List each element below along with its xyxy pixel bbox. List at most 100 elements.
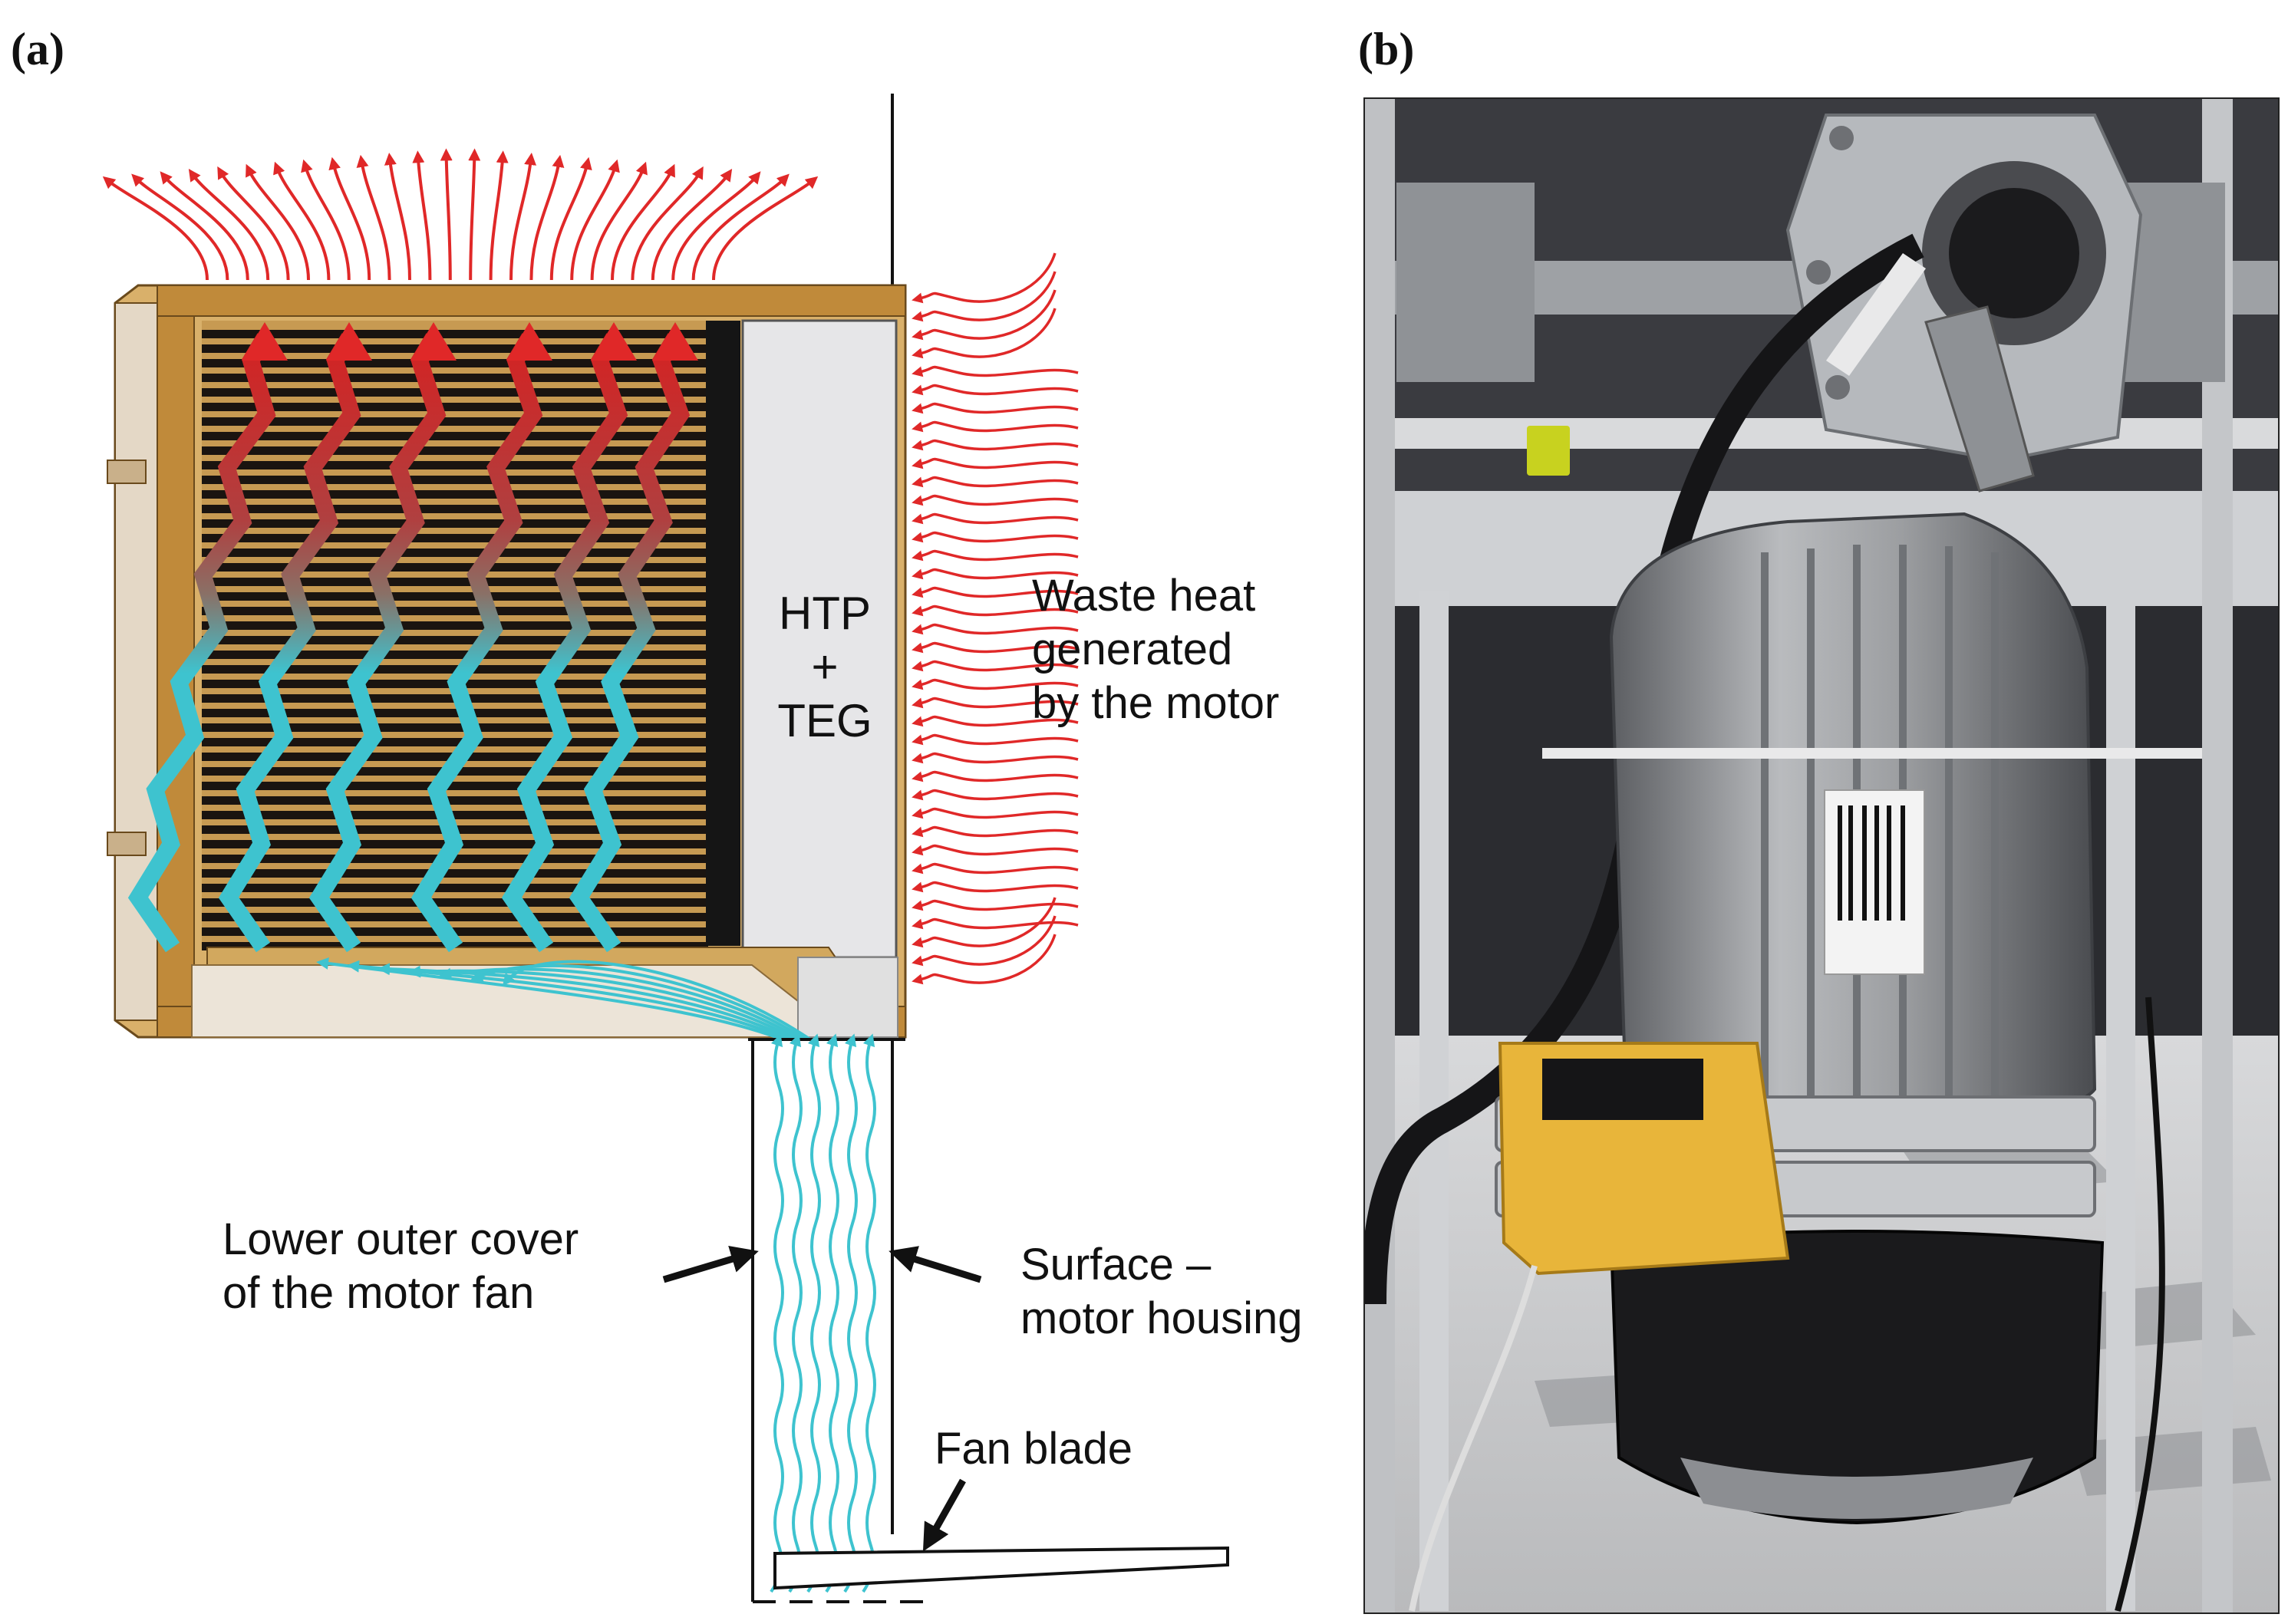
fin (202, 651, 708, 659)
heat-arrow (912, 439, 1079, 451)
heat-arrow (912, 678, 1079, 690)
exhaust-arrow (384, 153, 411, 281)
heat-arrow (912, 807, 1079, 819)
exhaust-arrow (691, 173, 790, 281)
heat-arrow (912, 604, 1079, 617)
heat-arrow (912, 862, 1079, 875)
stream-arrowhead (652, 322, 698, 361)
stream-arrow (410, 333, 543, 953)
duct-flow-line (862, 1033, 876, 1593)
heat-arrow (912, 899, 1079, 911)
fin (202, 723, 708, 732)
fin (202, 869, 708, 878)
lower-cover-line-2: of the motor fan (223, 1268, 534, 1318)
surface-label: Surface – motor housing (1020, 1240, 1303, 1343)
heat-arrow (912, 917, 1079, 930)
airflow-streams (127, 322, 698, 953)
fin (202, 534, 708, 542)
fin (202, 607, 708, 615)
heat-arrow (912, 586, 1079, 598)
exhaust-arrow (440, 148, 453, 281)
duct-flow-line (806, 1033, 821, 1593)
heat-arrow (912, 915, 1057, 967)
exhaust-arrow (160, 171, 249, 281)
fan-blade-label: Fan blade (935, 1424, 1132, 1474)
exhaust-arrow (590, 161, 648, 281)
fin (202, 359, 708, 367)
duct-flow-line (843, 1033, 858, 1593)
fin (202, 855, 708, 863)
exhaust-arrow (273, 161, 331, 281)
exhaust-arrow (131, 173, 229, 281)
exhaust-arrow (328, 156, 371, 281)
exhaust-arrow (570, 159, 620, 281)
fin (202, 330, 708, 338)
heat-arrow (912, 568, 1079, 580)
heat-arrow (912, 770, 1079, 782)
fin (202, 621, 708, 630)
exhaust-arrow (529, 154, 565, 281)
surface-arrow (888, 1246, 982, 1283)
heat-arrow (912, 531, 1079, 543)
fin (202, 432, 708, 440)
heat-arrow (912, 825, 1079, 838)
heat-arrow (912, 789, 1079, 801)
stream-arrowhead (242, 322, 288, 361)
heat-arrow (912, 365, 1079, 377)
fin (202, 461, 708, 469)
exhaust-arrow (246, 163, 310, 281)
heat-arrow (912, 457, 1079, 469)
fin (202, 388, 708, 397)
heat-arrow (912, 844, 1079, 856)
fin (202, 782, 708, 790)
exhaust-arrow (631, 166, 704, 281)
motor-heat-arrows (912, 252, 1079, 985)
fin (202, 738, 708, 746)
waste-heat-line-3: by the motor (1032, 678, 1279, 728)
fin (202, 913, 708, 921)
plus-label: + (811, 641, 838, 693)
fin (202, 811, 708, 819)
heat-arrow (912, 402, 1079, 414)
fan-blade-arrow (922, 1478, 966, 1552)
heat-arrow (912, 384, 1079, 396)
stream-arrow (308, 333, 447, 953)
duct-airflow (770, 1033, 876, 1593)
heat-arrow (912, 512, 1079, 525)
teg-label: TEG (777, 695, 872, 746)
heat-arrow (912, 752, 1079, 764)
stream-arrow (127, 333, 276, 953)
exhaust-arrow (651, 168, 733, 281)
heat-arrow (912, 897, 1057, 948)
heat-arrow (912, 641, 1079, 654)
exhaust-arrow (412, 150, 432, 281)
fin (202, 796, 708, 805)
htp-teg-block (741, 319, 898, 959)
fin (202, 446, 708, 455)
panel-label-b: (b) (1358, 24, 1415, 74)
cover-arrow (662, 1245, 759, 1283)
exhaust-arrow (301, 159, 351, 281)
waste-heat-label: Waste heat generated by the motor (1032, 571, 1279, 728)
fan-blade-shape (773, 1546, 1229, 1590)
surface-line-2: motor housing (1020, 1293, 1303, 1343)
heat-arrow (912, 697, 1079, 709)
heat-arrow (912, 289, 1057, 341)
lower-cover-label: Lower outer cover of the motor fan (223, 1214, 591, 1318)
duct-flow-line (770, 1033, 784, 1593)
manifold-flow-line (439, 967, 803, 1041)
heat-arrow (912, 715, 1079, 727)
duct-flow-line (788, 1033, 803, 1593)
exhaust-arrow (188, 168, 270, 281)
heat-arrow (912, 733, 1079, 746)
duct-flow-line (825, 1033, 839, 1593)
heat-arrow (912, 420, 1079, 433)
heat-arrow (912, 476, 1079, 488)
heat-arrow (912, 252, 1057, 304)
exhaust-arrow (468, 148, 481, 281)
stream-arrowhead (410, 322, 457, 361)
exhaust-arrow (102, 176, 209, 281)
exhaust-arrow (712, 176, 819, 281)
fin (202, 505, 708, 513)
